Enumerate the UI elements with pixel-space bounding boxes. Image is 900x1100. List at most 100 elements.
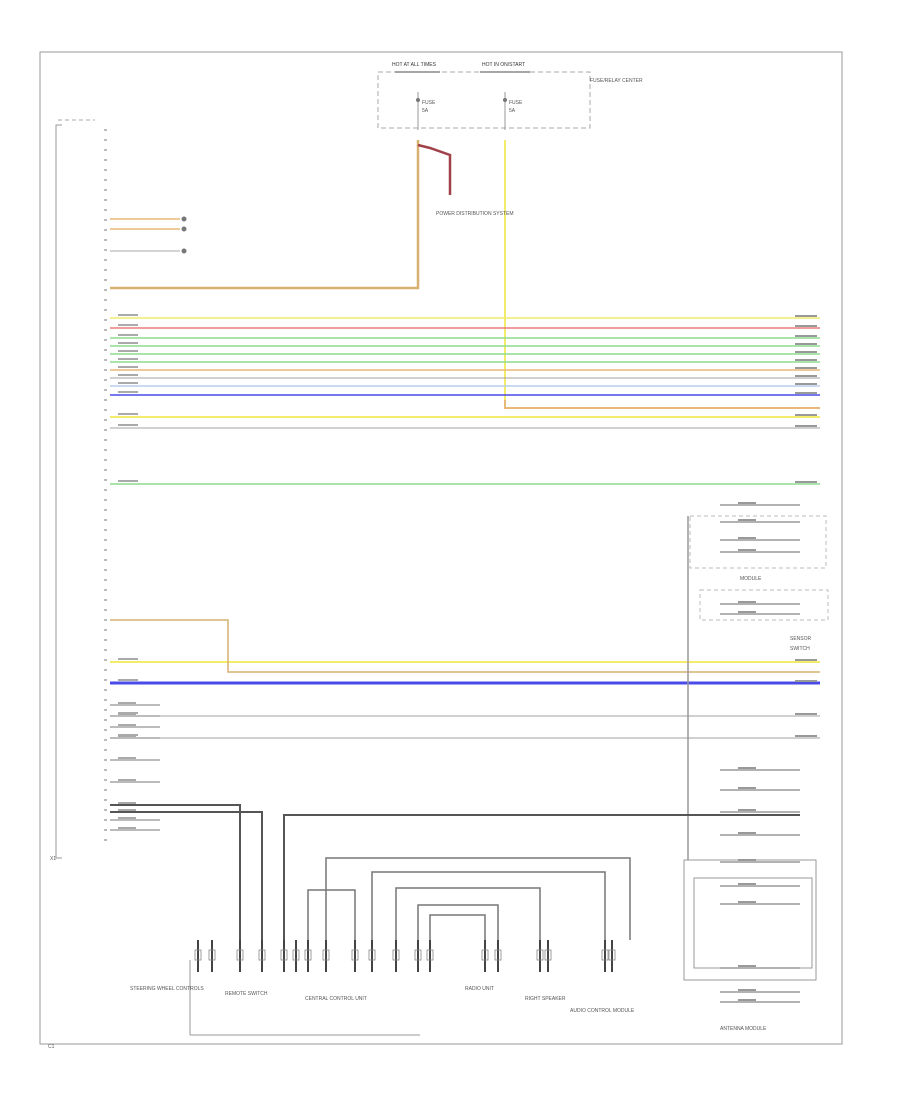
module-right-2: SENSOR bbox=[790, 636, 812, 642]
right-stub-label bbox=[738, 549, 756, 551]
pin-mark bbox=[104, 389, 107, 391]
pin-mark bbox=[104, 799, 107, 801]
left-stub-label bbox=[118, 827, 136, 829]
pin-mark bbox=[104, 279, 107, 281]
bottom-harness bbox=[110, 804, 800, 1036]
module-right-1: MODULE bbox=[740, 576, 762, 582]
pin-mark bbox=[104, 409, 107, 411]
pin-mark bbox=[104, 449, 107, 451]
pin-mark bbox=[104, 179, 107, 181]
bottom-label-f: AUDIO CONTROL MODULE bbox=[570, 1008, 635, 1014]
wire-start-label bbox=[118, 314, 138, 316]
connector-body bbox=[292, 949, 300, 961]
bottom-labels: STEERING WHEEL CONTROLS REMOTE SWITCH CE… bbox=[130, 986, 767, 1032]
pin-mark bbox=[104, 549, 107, 551]
pin-mark bbox=[104, 439, 107, 441]
pin-mark bbox=[104, 779, 107, 781]
pin-mark bbox=[104, 699, 107, 701]
module-right-3: SWITCH bbox=[790, 646, 810, 652]
pin-mark bbox=[104, 269, 107, 271]
pin-mark bbox=[104, 219, 107, 221]
pin-mark bbox=[104, 259, 107, 261]
pin-mark bbox=[104, 589, 107, 591]
stub-wires-top bbox=[110, 216, 187, 254]
pin-mark bbox=[104, 649, 107, 651]
wire-start-label bbox=[118, 374, 138, 376]
pin-mark bbox=[104, 679, 107, 681]
right-stub-label bbox=[738, 999, 756, 1001]
right-stub-label bbox=[738, 883, 756, 885]
wire-end-label bbox=[795, 481, 817, 483]
left-connector-label: X1 bbox=[50, 856, 56, 862]
pin-mark bbox=[104, 189, 107, 191]
pin-mark bbox=[104, 519, 107, 521]
wire-start-label bbox=[118, 334, 138, 336]
pin-mark bbox=[104, 569, 107, 571]
pin-mark bbox=[104, 129, 107, 131]
pin-mark bbox=[104, 689, 107, 691]
pin-mark bbox=[104, 339, 107, 341]
wire-start-label bbox=[118, 366, 138, 368]
pin-mark bbox=[104, 749, 107, 751]
connector-body bbox=[368, 949, 376, 961]
bottom-label-d: RADIO UNIT bbox=[465, 986, 494, 992]
wire-end-label bbox=[795, 375, 817, 377]
pin-mark bbox=[104, 599, 107, 601]
pin-mark bbox=[104, 819, 107, 821]
wire-end-label bbox=[795, 367, 817, 369]
right-stub-label bbox=[738, 787, 756, 789]
right-modules: MODULE SENSOR SWITCH bbox=[683, 515, 829, 981]
fuse-drop-wires: POWER DISTRIBUTION SYSTEM bbox=[110, 140, 820, 409]
fuse-left-label: FUSE bbox=[422, 100, 436, 106]
left-stub-label bbox=[118, 724, 136, 726]
pin-mark bbox=[104, 459, 107, 461]
left-stub-label bbox=[118, 779, 136, 781]
bottom-label-b: REMOTE SWITCH bbox=[225, 991, 268, 997]
fuse-left-amps: 5A bbox=[422, 108, 429, 114]
connector-body bbox=[304, 949, 312, 961]
left-connector bbox=[55, 119, 107, 859]
pin-mark bbox=[104, 529, 107, 531]
pin-mark bbox=[104, 499, 107, 501]
pin-mark bbox=[104, 419, 107, 421]
right-stub-rows bbox=[720, 502, 800, 1003]
connector-body bbox=[236, 949, 244, 961]
pin-mark bbox=[104, 559, 107, 561]
connector-body bbox=[208, 949, 216, 961]
wire-end-label bbox=[795, 659, 817, 661]
wire-end-label bbox=[795, 359, 817, 361]
fuse-right-title: HOT IN ON/START bbox=[482, 62, 525, 68]
wire-end-label bbox=[795, 713, 817, 715]
bottom-label-c: CENTRAL CONTROL UNIT bbox=[305, 996, 367, 1002]
right-stub-label bbox=[738, 519, 756, 521]
pin-mark bbox=[104, 429, 107, 431]
pin-mark bbox=[104, 839, 107, 841]
wire-end-label bbox=[795, 383, 817, 385]
pin-mark bbox=[104, 729, 107, 731]
pin-mark bbox=[104, 669, 107, 671]
pin-mark bbox=[104, 199, 107, 201]
pin-mark bbox=[104, 739, 107, 741]
pin-mark bbox=[104, 579, 107, 581]
right-stub-label bbox=[738, 965, 756, 967]
connector-body bbox=[494, 949, 502, 961]
right-stub-label bbox=[738, 989, 756, 991]
wire-end-label bbox=[795, 325, 817, 327]
connector-body bbox=[601, 949, 609, 961]
pin-mark bbox=[104, 789, 107, 791]
left-stub-label bbox=[118, 757, 136, 759]
pin-mark bbox=[104, 619, 107, 621]
right-stub-label bbox=[738, 537, 756, 539]
bottom-label-g: ANTENNA MODULE bbox=[720, 1026, 767, 1032]
wire-start-label bbox=[118, 679, 138, 681]
connector-body bbox=[351, 949, 359, 961]
pin-mark bbox=[104, 639, 107, 641]
pin-mark bbox=[104, 139, 107, 141]
connector-body bbox=[414, 949, 422, 961]
pin-mark bbox=[104, 759, 107, 761]
pin-mark bbox=[104, 249, 107, 251]
connector-body bbox=[608, 949, 616, 961]
bottom-connectors bbox=[194, 940, 616, 972]
connector-body bbox=[280, 949, 288, 961]
